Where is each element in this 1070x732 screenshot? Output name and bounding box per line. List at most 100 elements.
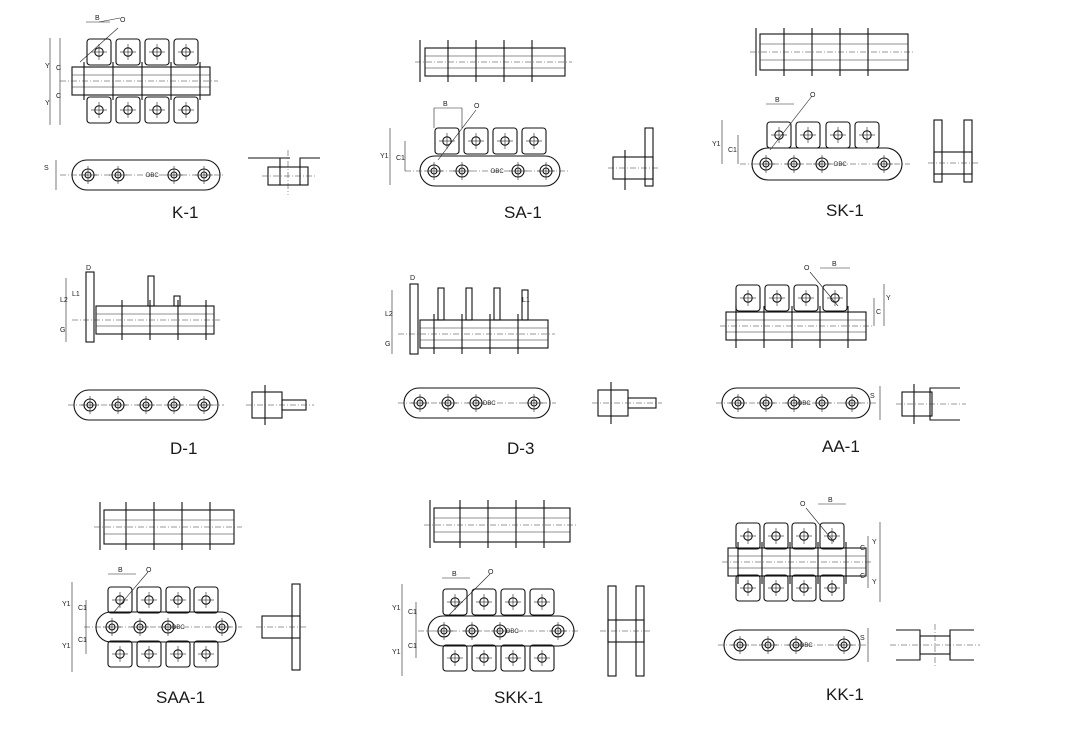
- d-3-top-view: D L2 G L1: [385, 275, 555, 355]
- sa-1-y1-label: Y1: [380, 153, 389, 160]
- kk-1-end-view: [890, 624, 980, 666]
- skk-1-c1-label: C1: [408, 609, 417, 616]
- attachment-sk-1: B O Y1 C1 DBC SK-1: [712, 28, 980, 220]
- k-1-dbc-label: DBC: [146, 173, 159, 179]
- kk-1-dbc-label: DBC: [800, 643, 813, 649]
- d-3-side-view: DBC: [398, 387, 556, 419]
- aa-1-end-view: [896, 384, 966, 424]
- skk-1-side-view: B O Y1 C1 Y1 C1 DBC: [392, 569, 580, 676]
- kk-1-side-view: S DBC: [718, 628, 869, 662]
- skk-1-b-label: B: [452, 571, 457, 578]
- saa-1-caption: SAA-1: [156, 688, 205, 707]
- saa-1-dbc-label: DBC: [172, 625, 185, 631]
- d-3-dbc-label: DBC: [483, 401, 496, 407]
- d-3-d-label: D: [410, 275, 415, 282]
- sk-1-c1-label: C1: [728, 147, 737, 154]
- d-1-end-view: [246, 385, 314, 425]
- kk-1-c-label: C: [860, 545, 865, 552]
- d-1-d-label: D: [86, 265, 91, 272]
- attachment-skk-1: B O Y1 C1 Y1 C1 DBC SKK-1: [392, 500, 652, 707]
- k-1-phi-label: O: [120, 17, 126, 24]
- saa-1-b-label: B: [118, 567, 123, 574]
- sk-1-y1-label: Y1: [712, 141, 721, 148]
- attachment-d-1: D L1 L2 G D-1: [60, 265, 314, 458]
- skk-1-phi-label: O: [488, 569, 494, 576]
- sa-1-caption: SA-1: [504, 203, 542, 222]
- sk-1-b-label: B: [775, 97, 780, 104]
- saa-1-side-view: B O Y1 C1 Y1 C1 DBC: [62, 567, 242, 672]
- d-3-end-view: [592, 382, 662, 424]
- sk-1-side-view: B O Y1 C1 DBC: [712, 92, 910, 181]
- k-1-y-label: Y: [45, 63, 50, 70]
- k-1-caption: K-1: [172, 203, 198, 222]
- k-1-s-label: S: [44, 165, 49, 172]
- aa-1-caption: AA-1: [822, 437, 860, 456]
- k-1-top-view: B O Y C Y C: [45, 15, 218, 125]
- aa-1-s-label: S: [870, 393, 875, 400]
- d-3-caption: D-3: [507, 439, 534, 458]
- d-1-l1-label: L1: [72, 291, 80, 298]
- aa-1-b-label: B: [832, 261, 837, 268]
- skk-1-c1-label-2: C1: [408, 643, 417, 650]
- sa-1-b-label: B: [443, 101, 448, 108]
- sa-1-dbc-label: DBC: [491, 169, 504, 175]
- aa-1-y-label: Y: [886, 295, 891, 302]
- attachment-aa-1: B O Y C S DBC AA-1: [716, 261, 966, 456]
- kk-1-c-label-2: C: [860, 573, 865, 580]
- sk-1-phi-label: O: [810, 92, 816, 99]
- attachment-saa-1: B O Y1 C1 Y1 C1 DBC SAA-1: [62, 502, 306, 707]
- sk-1-top-view: [750, 28, 915, 76]
- saa-1-c1-label: C1: [78, 605, 87, 612]
- sk-1-dbc-label: DBC: [834, 162, 847, 168]
- sa-1-top-view: [415, 40, 572, 82]
- k-1-side-view: S DBC: [44, 159, 225, 191]
- saa-1-y1-label-2: Y1: [62, 643, 71, 650]
- d-3-g-label: G: [385, 341, 390, 348]
- sk-1-caption: SK-1: [826, 201, 864, 220]
- sa-1-c1-label: C1: [396, 155, 405, 162]
- skk-1-top-view: [424, 500, 578, 548]
- k-1-b-label: B: [95, 15, 100, 22]
- kk-1-b-label: B: [828, 497, 833, 504]
- sa-1-side-view: B O Y1 C1 DBC: [380, 101, 570, 187]
- saa-1-y1-label: Y1: [62, 601, 71, 608]
- saa-1-end-view: [256, 583, 306, 671]
- saa-1-c1-label-2: C1: [78, 637, 87, 644]
- aa-1-phi-label: O: [804, 265, 810, 272]
- d-3-l2-label: L2: [385, 311, 393, 318]
- skk-1-end-view: [600, 585, 652, 677]
- kk-1-phi-label: O: [800, 501, 806, 508]
- aa-1-dbc-label: DBC: [798, 401, 811, 407]
- d-1-l2-label: L2: [60, 297, 68, 304]
- skk-1-y1-label: Y1: [392, 605, 401, 612]
- aa-1-side-view: S DBC: [716, 386, 881, 420]
- d-1-side-view: [68, 389, 224, 421]
- k-1-c-label: C: [56, 65, 61, 72]
- d-3-l1-label: L1: [522, 297, 530, 304]
- d-1-caption: D-1: [170, 439, 197, 458]
- sa-1-phi-label: O: [474, 103, 480, 110]
- saa-1-top-view: [94, 502, 242, 550]
- d-1-g-label: G: [60, 327, 65, 334]
- k-1-y-label-2: Y: [45, 100, 50, 107]
- skk-1-y1-label-2: Y1: [392, 649, 401, 656]
- k-1-c-label-2: C: [56, 93, 61, 100]
- aa-1-top-view: B O Y C: [720, 261, 891, 348]
- attachment-kk-1: B O Y C C Y S DBC KK-1: [718, 497, 980, 704]
- kk-1-top-view: B O Y C C Y: [722, 497, 881, 602]
- saa-1-phi-label: O: [146, 567, 152, 574]
- d-1-top-view: D L1 L2 G: [60, 265, 220, 343]
- attachment-d-3: D L2 G L1 DBC D-3: [385, 275, 662, 458]
- sk-1-end-view: [928, 119, 980, 183]
- attachment-k-1: B O Y C Y C S DBC K-1: [44, 15, 320, 222]
- attachment-sa-1: B O Y1 C1 DBC SA-1: [380, 40, 660, 222]
- skk-1-dbc-label: DBC: [506, 629, 519, 635]
- k-1-end-view: [248, 150, 320, 195]
- kk-1-s-label: S: [860, 635, 865, 642]
- aa-1-c-label: C: [876, 309, 881, 316]
- kk-1-caption: KK-1: [826, 685, 864, 704]
- kk-1-y-label: Y: [872, 539, 877, 546]
- skk-1-caption: SKK-1: [494, 688, 543, 707]
- sa-1-end-view: [608, 127, 660, 190]
